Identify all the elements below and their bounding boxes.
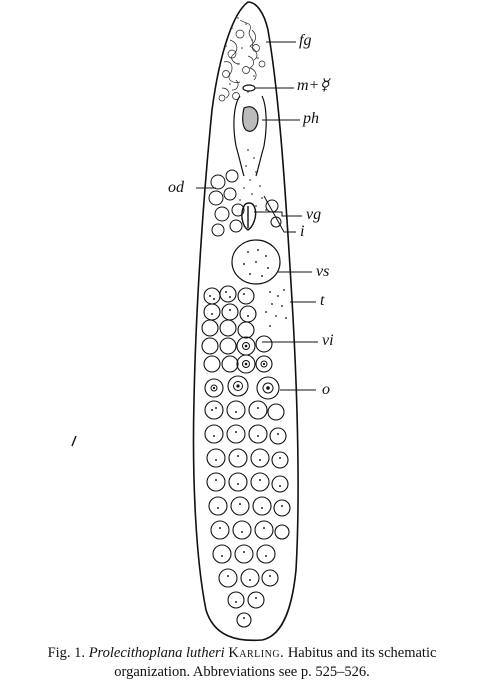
vitellaria-dots	[209, 291, 283, 619]
label-mouth: m+☿	[297, 77, 330, 94]
label-t: t	[320, 292, 325, 309]
pharynx	[233, 95, 267, 177]
frontal-gland-region	[218, 19, 266, 102]
caption-fig-number: Fig. 1.	[47, 645, 86, 661]
leader-lines	[196, 41, 318, 391]
label-ph: ph	[303, 110, 319, 127]
label-fg: fg	[299, 32, 312, 49]
caption-text-2: organization. Abbreviations see p. 525–5…	[114, 664, 370, 680]
caption-species: Prolecithoplana lutheri	[88, 645, 225, 661]
mouth	[242, 84, 256, 92]
vagina	[241, 202, 257, 231]
vesicula-seminalis	[231, 239, 281, 285]
stray-mark	[71, 435, 77, 447]
gut-stipple	[239, 149, 267, 211]
vs-stipple	[243, 249, 269, 277]
stipple-anterior	[219, 17, 259, 93]
vitellaria-cells	[201, 285, 291, 628]
body-outline	[192, 1, 299, 642]
label-od: od	[168, 179, 184, 196]
figure-caption: Fig. 1. Prolecithoplana lutheri Karling.…	[4, 644, 480, 682]
label-o: o	[322, 381, 330, 398]
label-vi: vi	[322, 332, 334, 349]
ova-nucleoli	[212, 344, 270, 390]
leader-vg	[254, 211, 302, 217]
leader-i	[263, 195, 296, 233]
label-i: i	[300, 223, 305, 240]
caption-author: Karling.	[228, 645, 285, 661]
label-vg: vg	[306, 206, 322, 223]
caption-text-1: Habitus and its schematic	[287, 645, 437, 661]
anterior-cells	[208, 169, 282, 237]
label-vs: vs	[316, 263, 330, 280]
ova-nuclei	[210, 342, 274, 394]
testes	[265, 289, 287, 327]
